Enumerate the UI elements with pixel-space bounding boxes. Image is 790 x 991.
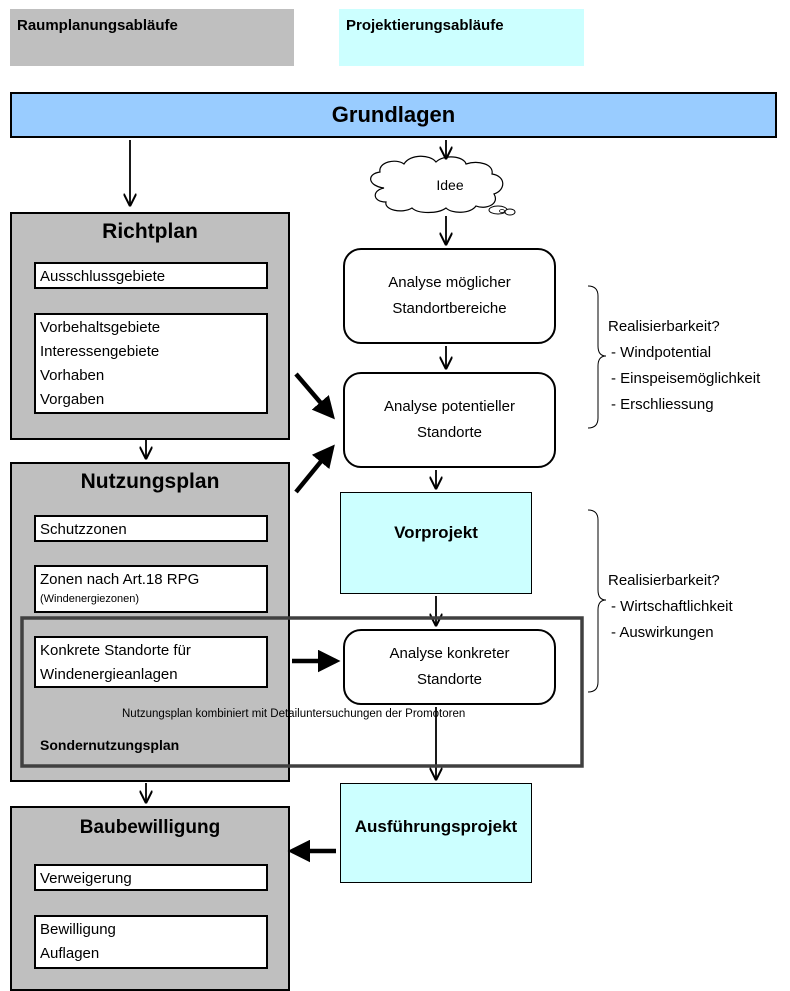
idee-label: Idee	[436, 177, 463, 193]
ausschlussgebiete-text: Ausschlussgebiete	[40, 268, 166, 285]
feasibility-title: Realisierbarkeit?	[608, 318, 720, 335]
ausfuehrungsprojekt-label: Ausführungsprojekt	[354, 817, 518, 836]
verweigerung-text: Verweigerung	[40, 870, 132, 887]
idee-cloud: Idee	[370, 155, 516, 216]
vorprojekt-label: Vorprojekt	[394, 523, 478, 542]
brace-feasibility-1	[587, 285, 607, 429]
arrow-richtplan-to-potential	[294, 372, 335, 420]
legend-project-planning-label: Projektierungsabläufe	[346, 17, 504, 34]
zonen-text: Zonen nach Art.18 RPG	[40, 571, 200, 588]
grundlagen-banner: Grundlagen	[10, 92, 777, 138]
ausfuehrungsprojekt-box: Ausführungsprojekt	[340, 783, 532, 883]
schutzzonen-text: Schutzzonen	[40, 521, 127, 538]
ausschlussgebiete-box: Ausschlussgebiete	[34, 262, 268, 289]
box-line: Konkrete Standorte für	[40, 642, 191, 659]
zonen-box: Zonen nach Art.18 RPG (Windenergiezonen)	[34, 565, 268, 613]
legend-spatial-planning: Raumplanungsabläufe	[10, 9, 294, 66]
richtplan-title: Richtplan	[102, 220, 198, 243]
baubewilligung-title: Baubewilligung	[79, 817, 221, 838]
box-line: Windenergieanlagen	[40, 666, 178, 683]
box-line: Vorgaben	[40, 391, 105, 408]
box-line: Standorte	[416, 671, 483, 688]
box-line: Analyse konkreter	[389, 645, 510, 662]
feasibility-item: - Erschliessung	[611, 396, 714, 413]
grundlagen-title: Grundlagen	[331, 102, 456, 127]
bewilligung-box: Bewilligung Auflagen	[34, 915, 268, 969]
sondernutzungsplan-frame	[20, 616, 584, 768]
feasibility-item: - Wirtschaftlichkeit	[611, 598, 733, 615]
sondernutzungsplan-label: Sondernutzungsplan	[40, 737, 180, 753]
box-line: Bewilligung	[40, 921, 116, 938]
box-line: Vorhaben	[40, 367, 105, 384]
nutzungsplan-title: Nutzungsplan	[80, 470, 220, 493]
box-line: Vorbehaltsgebiete	[40, 319, 161, 336]
analyse-potentieller-standorte-box: Analyse potentieller Standorte	[343, 372, 556, 468]
analyse-standortbereiche-box: Analyse möglicher Standortbereiche	[343, 248, 556, 344]
box-line: Analyse potentieller	[384, 398, 515, 415]
box-line: Auflagen	[40, 945, 100, 962]
feasibility-item: - Windpotential	[611, 344, 712, 361]
legend-spatial-planning-label: Raumplanungsabläufe	[17, 17, 178, 34]
box-line: Interessengebiete	[40, 343, 160, 360]
brace-feasibility-2	[587, 509, 607, 693]
vorbehaltsgebiete-box: Vorbehaltsgebiete Interessengebiete Vorh…	[34, 313, 268, 414]
combined-caption: Nutzungsplan kombiniert mit Detailunters…	[122, 708, 466, 720]
schutzzonen-box: Schutzzonen	[34, 515, 268, 542]
arrow-nutzungsplan-to-potential	[294, 444, 335, 494]
feasibility-item: - Auswirkungen	[611, 624, 714, 641]
feasibility-item: - Einspeisemöglichkeit	[611, 370, 761, 387]
feasibility-title: Realisierbarkeit?	[608, 572, 720, 589]
windenergiezonen-text: (Windenergiezonen)	[40, 593, 140, 605]
legend-project-planning: Projektierungsabläufe	[339, 9, 584, 66]
box-line: Standorte	[416, 424, 483, 441]
konkrete-standorte-box: Konkrete Standorte für Windenergieanlage…	[34, 636, 268, 688]
box-line: Standortbereiche	[392, 300, 507, 317]
box-line: Analyse möglicher	[388, 274, 511, 291]
feasibility-note-1: Realisierbarkeit? - Windpotential - Eins…	[608, 314, 760, 418]
feasibility-note-2: Realisierbarkeit? - Wirtschaftlichkeit -…	[608, 568, 733, 646]
verweigerung-box: Verweigerung	[34, 864, 268, 891]
vorprojekt-box: Vorprojekt	[340, 492, 532, 594]
analyse-konkreter-standorte-box: Analyse konkreter Standorte	[343, 629, 556, 705]
